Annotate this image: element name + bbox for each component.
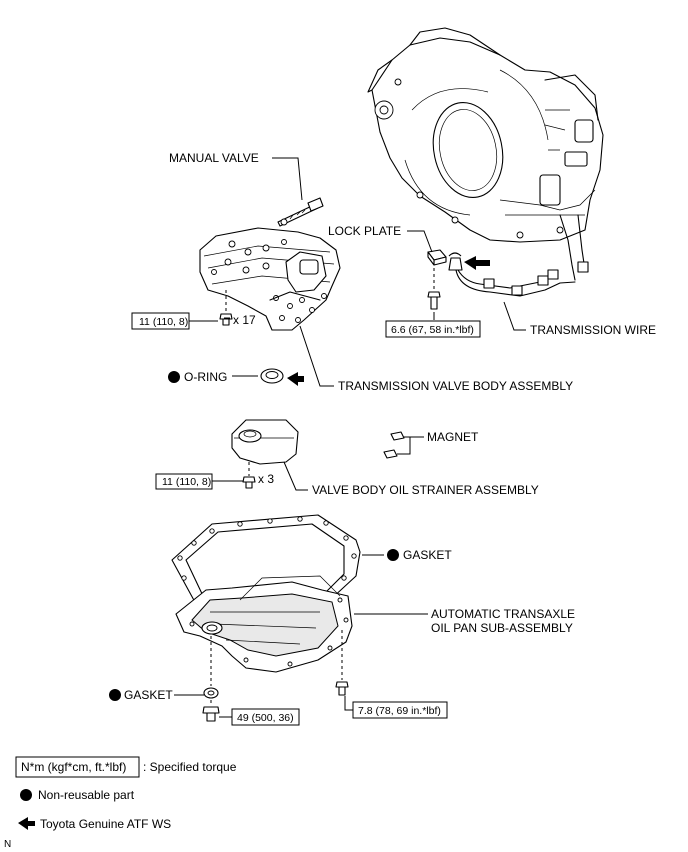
corner-mark: N (4, 839, 11, 850)
label-gasket-drain: GASKET (124, 688, 173, 702)
legend-atf-arrow-icon (18, 817, 35, 830)
label-o-ring: O-RING (184, 370, 227, 384)
valve-body-oil-strainer (231, 419, 299, 465)
qty-valve-body-bolts: x 17 (233, 313, 256, 327)
torque-valve-body-bolt: 11 (110, 8) (139, 316, 188, 328)
lock-plate-bolt-icon (427, 268, 441, 310)
transmission-wire-harness (448, 214, 589, 297)
non-reusable-icon-oring (168, 371, 180, 383)
legend-torque-unit: N*m (kgf*cm, ft.*lbf) (21, 760, 126, 774)
magnet-2 (383, 449, 398, 459)
torque-box-valve-body (131, 312, 190, 330)
legend-atf: Toyota Genuine ATF WS (40, 817, 171, 831)
o-ring (260, 368, 284, 384)
drain-gasket-icon (203, 636, 219, 699)
non-reusable-icon-gasket-drain (109, 689, 121, 701)
label-manual-valve: MANUAL VALVE (169, 151, 259, 165)
atf-arrow-icon (464, 256, 490, 270)
legend-torque-desc: : Specified torque (143, 760, 237, 774)
legend: N*m (kgf*cm, ft.*lbf) : Specified torque… (4, 756, 237, 850)
label-magnet: MAGNET (427, 430, 479, 444)
label-oil-pan-line1: AUTOMATIC TRANSAXLE (431, 607, 575, 621)
legend-non-reusable-icon (20, 789, 32, 801)
label-oil-pan-line2: OIL PAN SUB-ASSEMBLY (431, 621, 573, 635)
transaxle-housing (367, 27, 604, 243)
label-transmission-wire: TRANSMISSION WIRE (530, 323, 656, 337)
torque-drain-plug: 49 (500, 36) (237, 712, 294, 724)
strainer-bolt-icon (242, 462, 256, 489)
legend-non-reusable: Non-reusable part (38, 788, 135, 802)
legend-torque-box (15, 756, 140, 778)
transmission-valve-body (199, 227, 341, 331)
torque-lock-plate-bolt: 6.6 (67, 58 in.*lbf) (391, 324, 474, 336)
torque-box-strainer (155, 473, 213, 490)
label-transmission-valve-body: TRANSMISSION VALVE BODY ASSEMBLY (338, 379, 573, 393)
label-strainer-assembly: VALVE BODY OIL STRAINER ASSEMBLY (312, 483, 539, 497)
leader-lines (174, 157, 526, 718)
qty-strainer-bolts: x 3 (258, 472, 274, 486)
lock-plate (427, 249, 447, 266)
non-reusable-icon-gasket-top (387, 549, 399, 561)
oil-pan (175, 575, 353, 673)
drain-plug-icon (202, 700, 220, 722)
label-gasket-top: GASKET (403, 548, 452, 562)
torque-strainer-bolt: 11 (110, 8) (162, 476, 211, 488)
atf-arrow-icon-oring (287, 372, 304, 386)
magnet-1 (390, 431, 405, 441)
oil-pan-bolt-icon (335, 630, 349, 696)
torque-box-lock-plate (385, 320, 481, 338)
torque-box-drain-plug (231, 708, 300, 726)
label-lock-plate: LOCK PLATE (328, 224, 401, 238)
torque-oil-pan-bolt: 7.8 (78, 69 in.*lbf) (358, 705, 441, 717)
manual-valve (277, 197, 324, 227)
torque-box-oil-pan (352, 701, 448, 719)
